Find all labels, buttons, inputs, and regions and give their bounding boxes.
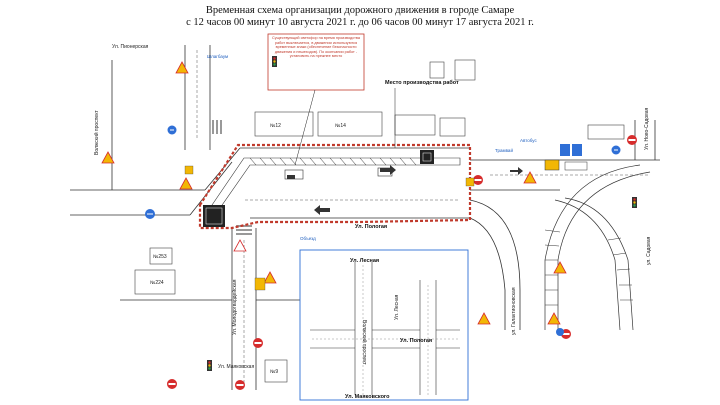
detour-sign-icon [254,277,266,291]
road-lines [70,45,660,390]
tram-ties [544,229,633,306]
direction-arrow-icon [611,145,621,155]
bus-label: Автобус [520,138,537,143]
house-9-label: №9 [270,369,278,375]
road-works-icon [553,261,567,274]
street-molodogvardeyskaya-label: Ул. Молодогвардейская [231,279,238,335]
house-253-label: №253 [153,254,167,260]
house-14-label: №14 [335,123,346,129]
detour-label: Объезд [300,236,316,241]
work-pit-left [203,205,225,227]
no-entry-icon [627,135,637,145]
traffic-light-icon [632,197,637,208]
road-works-icon [523,171,537,184]
tram-label: Трамвай [495,147,513,153]
direction-arrow-icon [145,209,155,219]
road-works-icon [233,239,247,252]
inset-roads [310,262,460,395]
work-zone-hatch [249,157,417,166]
house-224-label: №224 [150,280,164,286]
road-works-icon [547,312,561,325]
info-sign-icon [572,144,582,156]
work-zone-inner [211,157,461,209]
no-entry-icon [235,380,245,390]
scheme-title-line2: с 12 часов 00 минут 10 августа 2021 г. д… [186,17,534,28]
road-works-icon [175,61,189,74]
street-pionerskaya-label: Ул. Пионерская [112,44,149,50]
bus-icon [544,159,560,171]
direction-arrow-icon [167,125,177,135]
inset-street-lesnaya2-label: Ул. Лесная [394,294,400,320]
traffic-light-note-text: Существующий светофор на время производс… [272,36,360,59]
traffic-light-icon [272,56,277,67]
no-entry-icon [253,338,263,348]
house-12-label: №12 [270,123,281,129]
inset-street-pologaya-label: Ул. Пологая [400,338,432,344]
scheme-title-line1: Временная схема организации дорожного дв… [205,5,515,16]
lane-markings [196,50,650,385]
road-works-icon [101,151,115,164]
road-works-icon [179,177,193,190]
inset-street-volzhsky-label: Волжский проспект [361,320,368,365]
inset-street-mayakovskogo-label: Ул. Маяковского [345,394,390,400]
detour-sign-icon [465,177,475,187]
street-volzhsky-label: Волжский проспект [93,110,100,155]
car-icon [377,167,393,177]
road-works-icon [477,312,491,325]
street-mayakovskaya-label: Ул. Маяковская [218,364,254,370]
crosswalks [212,120,252,235]
traffic-light-icon [207,360,212,371]
work-pit-right [420,150,434,164]
tram-tracks [544,164,651,331]
street-nevo-sadovaya-label: Ул. Ново-Садовая [644,107,650,150]
buildings [134,59,625,383]
street-pologaya-label: Ул. Пологая [355,224,387,230]
inset-street-lesnaya-label: Ул. Лесная [350,258,379,264]
street-galaktionovskaya-label: ул. Галактионовская [511,287,517,335]
road-works-icon [263,271,277,284]
detour-inset-frame [299,249,469,401]
traffic-light-note-box [267,33,365,91]
info-sign-icon [560,144,570,156]
no-entry-icon [167,379,177,389]
street-sadovaya-label: ул. Садовая [646,236,652,265]
direction-arrow-icon [556,328,564,336]
detour-sign-icon [184,165,194,175]
tram-icon [564,161,588,171]
no-entry-icon [473,175,483,185]
inset-lane-markings [312,265,458,395]
left-arrow-label: Шлагбаум [207,54,228,59]
work-place-label: Место производства работ [385,79,459,86]
car-icon [284,169,304,180]
